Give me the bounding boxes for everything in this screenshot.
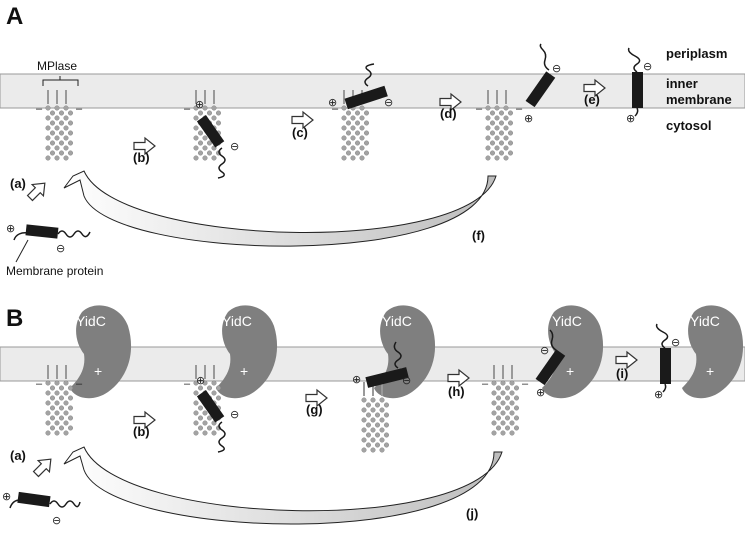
yidc-label: YidC: [382, 313, 412, 329]
step-h: (h): [448, 384, 465, 399]
minus-sign: ⊖: [230, 409, 239, 421]
protein-state-c: ⊕ ⊖: [328, 63, 393, 110]
minus-sign: –: [36, 378, 43, 390]
minus-sign: ⊖: [552, 63, 561, 75]
plus-sign: ⊕: [654, 389, 663, 401]
yidc-label: YidC: [690, 313, 720, 329]
cytosol-label: cytosol: [666, 118, 712, 133]
yidc-label: YidC: [552, 313, 582, 329]
minus-sign: ⊖: [384, 97, 393, 109]
step-arrow: [23, 176, 52, 205]
minus-sign: –: [184, 378, 191, 390]
protein-state-e: ⊖ ⊕: [626, 47, 652, 125]
minus-sign: –: [476, 103, 483, 115]
step-a-b: (a): [10, 448, 26, 463]
minus-sign: ⊖: [56, 243, 65, 255]
yidc-charge: +: [240, 363, 248, 379]
minus-sign: ⊖: [643, 61, 652, 73]
membrane-protein-free-b: ⊕ ⊖: [2, 491, 81, 527]
plus-sign: ⊕: [524, 113, 533, 125]
protein-state-h: ⊕ ⊖: [535, 329, 566, 399]
periplasm-label: periplasm: [666, 46, 727, 61]
step-b-b: (b): [133, 424, 150, 439]
step-f: (f): [472, 228, 485, 243]
minus-sign: ⊖: [402, 375, 411, 387]
membrane-label: membrane: [666, 92, 732, 107]
inner-label: inner: [666, 76, 698, 91]
leader-line: [15, 239, 29, 263]
plus-sign: ⊕: [195, 99, 204, 111]
panel-a-label: A: [6, 3, 23, 30]
plus-sign: ⊕: [626, 113, 635, 125]
mplase-bracket: [42, 76, 79, 86]
step-i: (i): [616, 366, 628, 381]
protein-state-i: ⊖ ⊕: [654, 323, 680, 401]
minus-sign: –: [482, 378, 489, 390]
step-a: (a): [10, 176, 26, 191]
minus-sign: ⊖: [52, 515, 61, 527]
yidc-protein: YidC +: [682, 305, 744, 399]
yidc-charge: +: [566, 363, 574, 379]
step-d: (d): [440, 106, 457, 121]
minus-sign: ⊖: [230, 141, 239, 153]
yidc-protein: YidC +: [542, 305, 604, 399]
minus-sign: ⊖: [671, 337, 680, 349]
protein-state-b: ⊕ ⊖: [195, 99, 239, 179]
mplase-label: MPlase: [37, 59, 77, 73]
recycle-arrow-j: [63, 446, 503, 525]
minus-sign: –: [516, 103, 523, 115]
yidc-label: YidC: [76, 313, 106, 329]
step-g: (g): [306, 402, 323, 417]
plus-sign: ⊕: [328, 97, 337, 109]
step-arrow: [29, 452, 58, 481]
protein-state-b2: ⊕ ⊖: [196, 375, 239, 453]
yidc-charge: +: [94, 363, 102, 379]
yidc-protein: YidC +: [216, 305, 278, 399]
plus-sign: ⊕: [352, 374, 361, 386]
minus-sign: –: [522, 378, 529, 390]
plus-sign: ⊕: [196, 375, 205, 387]
membrane-protein-label: Membrane protein: [6, 264, 103, 278]
step-b: (b): [133, 150, 150, 165]
plus-sign: ⊕: [2, 491, 11, 503]
minus-sign: –: [36, 103, 43, 115]
yidc-protein: YidC +: [70, 305, 132, 399]
protein-state-d: ⊕ ⊖: [524, 43, 561, 125]
panel-b-label: B: [6, 305, 23, 332]
step-c: (c): [292, 125, 308, 140]
minus-sign: –: [184, 103, 191, 115]
plus-sign: ⊕: [536, 387, 545, 399]
minus-sign: ⊖: [540, 345, 549, 357]
minus-sign: –: [76, 378, 83, 390]
membrane-protein-free: ⊕ ⊖: [6, 223, 91, 255]
yidc-label: YidC: [222, 313, 252, 329]
recycle-arrow-f: [63, 170, 497, 247]
minus-sign: –: [76, 103, 83, 115]
minus-sign: –: [332, 103, 339, 115]
plus-sign: ⊕: [6, 223, 15, 235]
step-j: (j): [466, 506, 478, 521]
step-e: (e): [584, 92, 600, 107]
protein-state-g: ⊕ ⊖: [352, 341, 411, 388]
yidc-charge: +: [706, 363, 714, 379]
